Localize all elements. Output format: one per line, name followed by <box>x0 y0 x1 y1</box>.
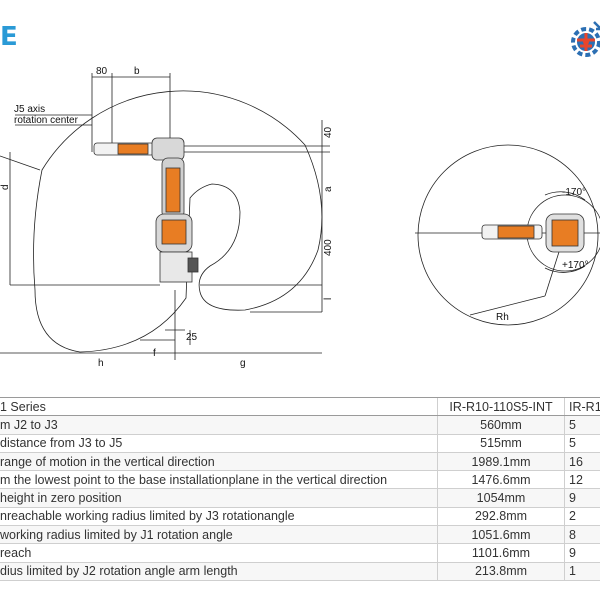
angle-neg-label: -170° <box>562 187 586 198</box>
table-cell: range of motion in the vertical directio… <box>0 452 438 472</box>
dim-80-label: 80 <box>96 66 108 77</box>
table-cell: 16 <box>564 452 600 472</box>
dim-25-label: 25 <box>186 332 198 343</box>
table-cell: 1051.6mm <box>437 525 565 545</box>
j5-rotation-center-label: rotation center <box>14 115 79 126</box>
table-cell: 9 <box>564 488 600 508</box>
dim-b-label: b <box>134 66 140 77</box>
table-cell: m the lowest point to the base installat… <box>0 470 438 490</box>
top-work-envelope <box>417 144 599 326</box>
dim-f-label: f <box>153 348 156 359</box>
table-row: dius limited by J2 rotation angle arm le… <box>0 562 600 581</box>
table-cell: m J2 to J3 <box>0 415 438 435</box>
table-cell: working radius limited by J1 rotation an… <box>0 525 438 545</box>
table-row: working radius limited by J1 rotation an… <box>0 525 600 545</box>
dim-d-label: d <box>0 184 11 190</box>
table-row: m the lowest point to the base installat… <box>0 470 600 490</box>
table-row: nreachable working radius limited by J3 … <box>0 507 600 527</box>
table-cell: nreachable working radius limited by J3 … <box>0 507 438 527</box>
table-row: range of motion in the vertical directio… <box>0 452 600 472</box>
table-cell: 1989.1mm <box>437 452 565 472</box>
table-cell: 5 <box>564 434 600 453</box>
brand-logo-fragment: E <box>0 22 18 52</box>
robot-arm-side-view <box>93 137 199 283</box>
dim-l-label: l <box>323 298 334 300</box>
dim-400-label: 400 <box>323 239 334 256</box>
dim-a-label: a <box>323 186 334 192</box>
angle-pos-label: +170° <box>562 260 589 271</box>
radius-rh-label: Rh <box>496 312 509 323</box>
table-cell: 560mm <box>437 415 565 435</box>
table-cell: reach <box>0 543 438 563</box>
table-cell: 1476.6mm <box>437 470 565 490</box>
table-header-cell: 1 Series <box>0 396 438 417</box>
gear-globe-icon <box>571 21 600 57</box>
table-cell: 2 <box>564 507 600 527</box>
table-cell: 12 <box>564 470 600 490</box>
table-cell: 213.8mm <box>437 562 565 581</box>
table-cell: dius limited by J2 rotation angle arm le… <box>0 562 438 581</box>
table-cell: 515mm <box>437 434 565 453</box>
j5-axis-label: J5 axis <box>14 104 45 115</box>
table-cell: 8 <box>564 525 600 545</box>
dim-g-label: g <box>240 358 246 369</box>
dim-h-label: h <box>98 358 104 369</box>
table-cell: 1 <box>564 562 600 581</box>
side-work-envelope <box>33 90 323 353</box>
table-cell: 9 <box>564 543 600 563</box>
table-header-cell: IR-R1 <box>564 396 600 417</box>
robot-dimension-drawing: 80 b J5 axis rotation center 40 d a 400 … <box>0 66 600 369</box>
dim-40-label: 40 <box>323 126 334 138</box>
robot-arm-top-view <box>481 213 585 253</box>
table-cell: distance from J3 to J5 <box>0 434 438 453</box>
table-cell: 1101.6mm <box>437 543 565 563</box>
table-cell: height in zero position <box>0 488 438 508</box>
table-header-cell: IR-R10-110S5-INT <box>437 396 565 417</box>
table-cell: 1054mm <box>437 488 565 508</box>
table-cell: 292.8mm <box>437 507 565 527</box>
table-cell: 5 <box>564 415 600 435</box>
